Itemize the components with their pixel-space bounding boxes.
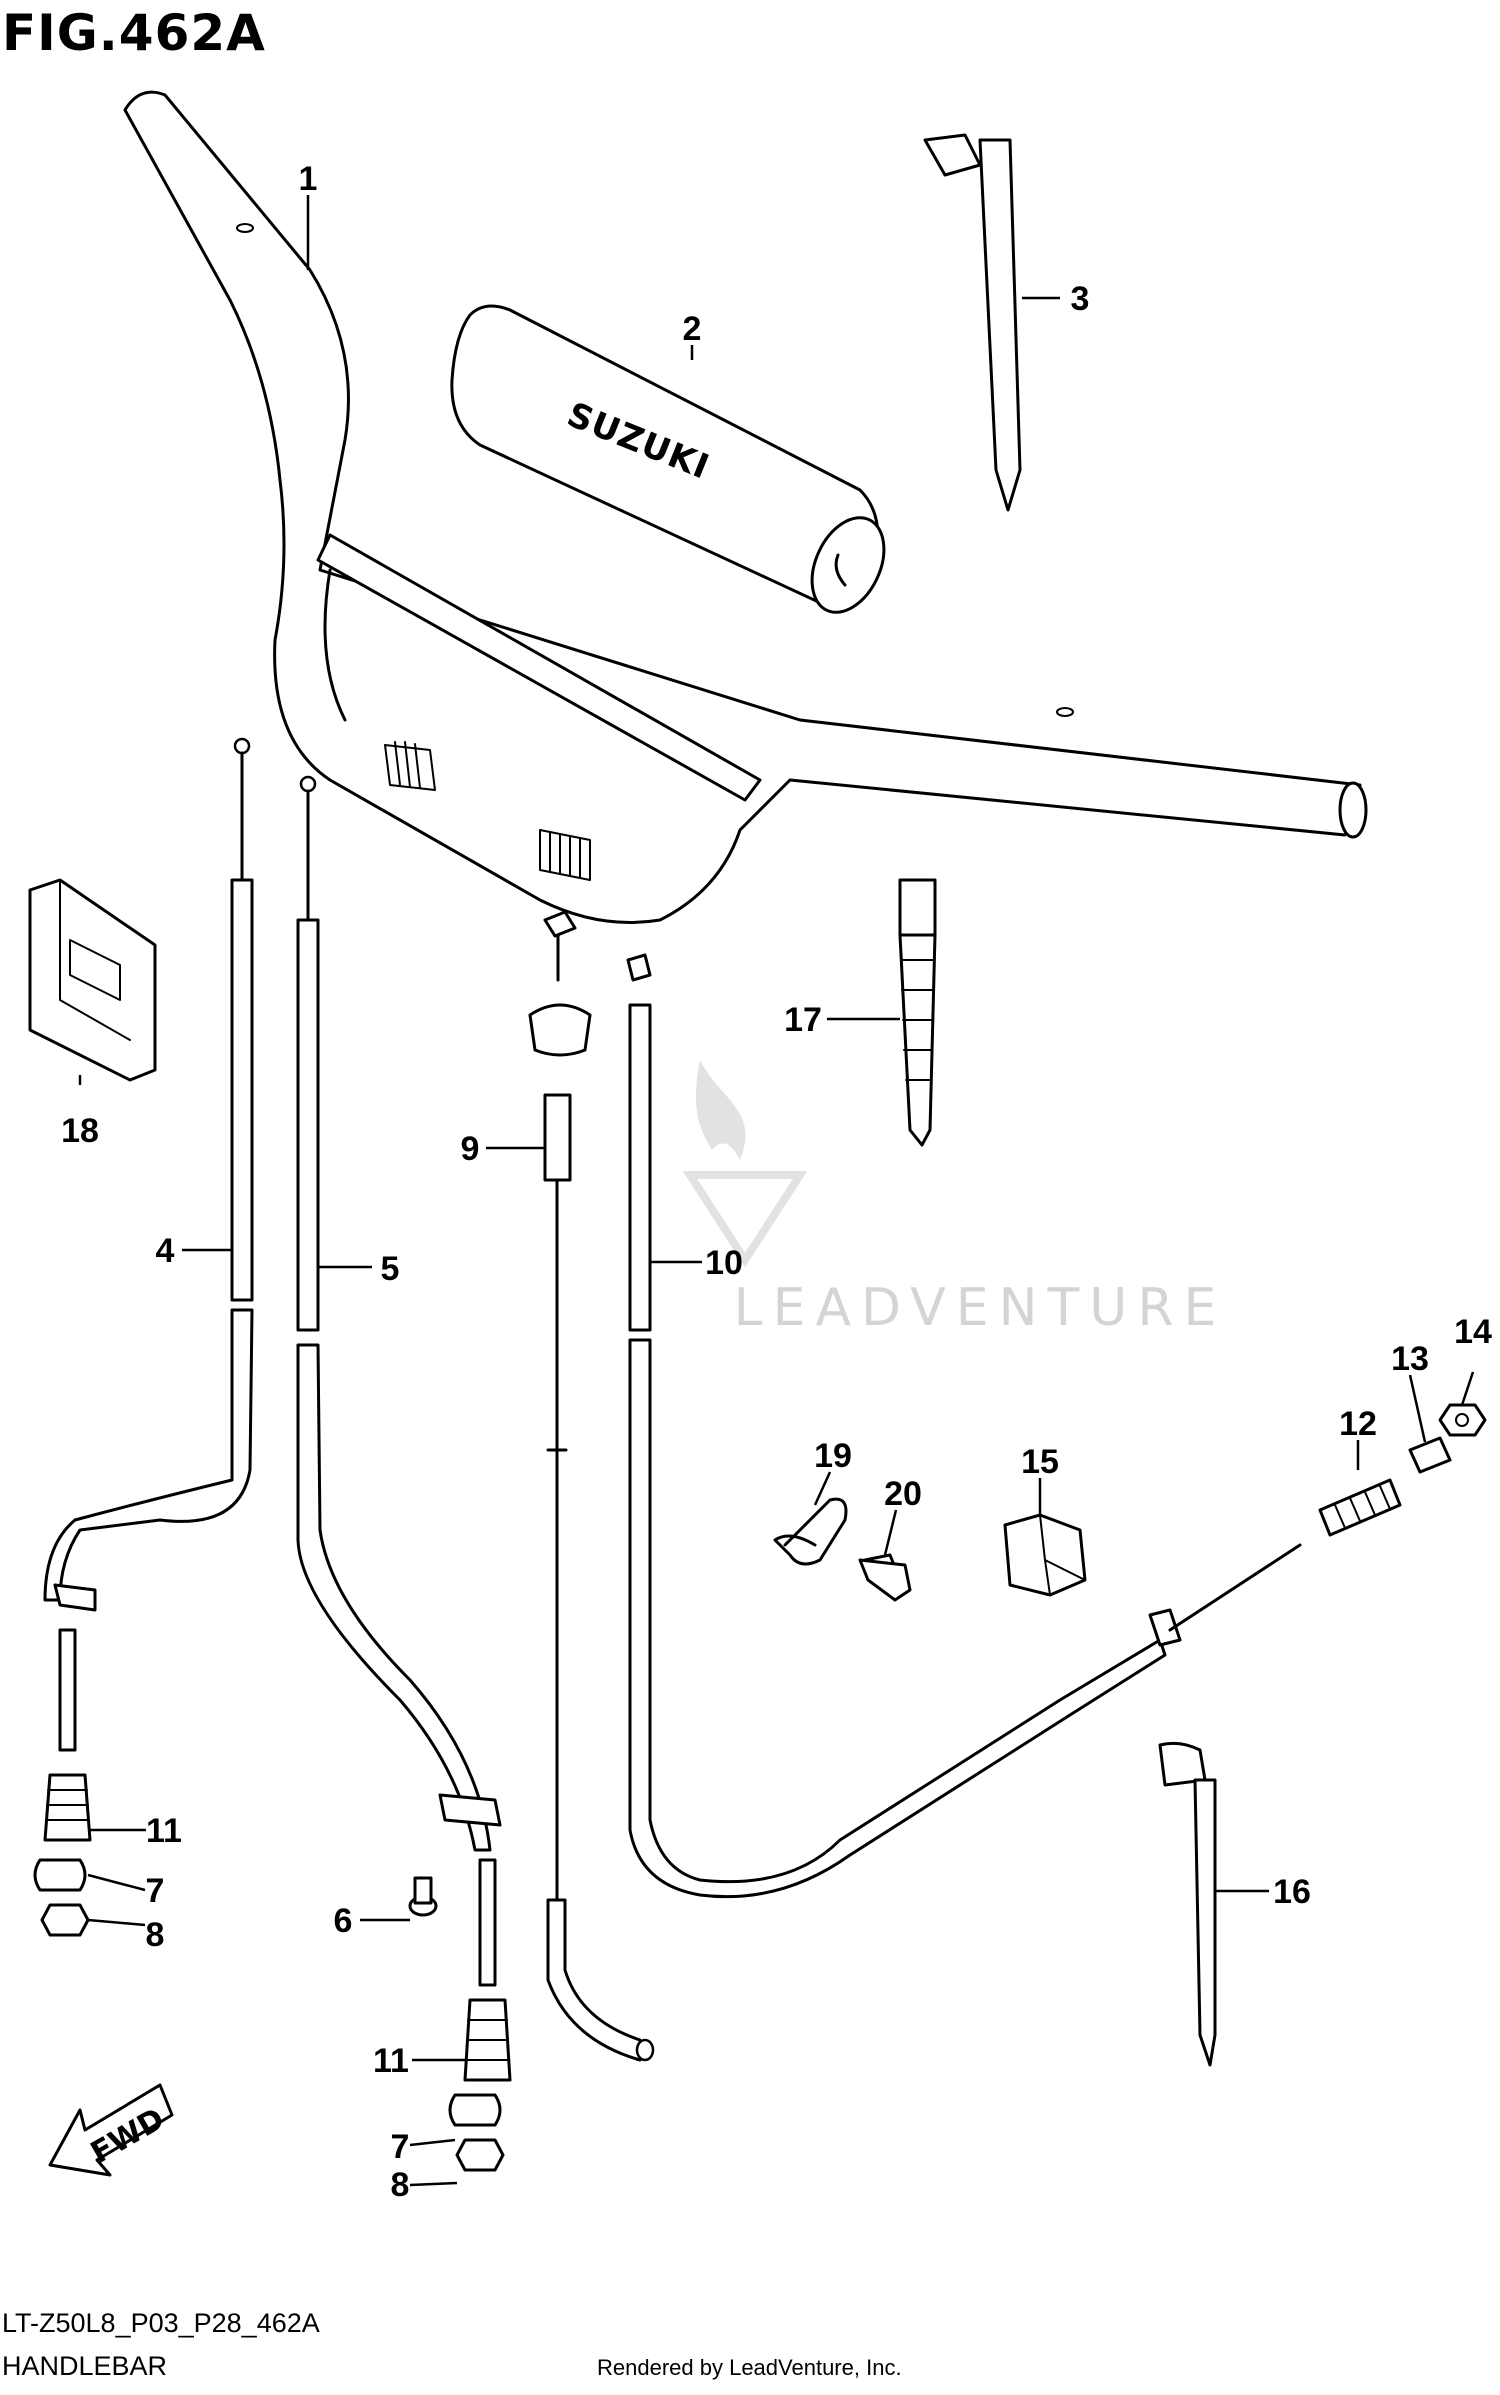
callout-5[interactable]: 5	[381, 1250, 400, 1288]
nut-part-14[interactable]	[1438, 1403, 1487, 1437]
callout-11-upper[interactable]: 11	[146, 1812, 182, 1850]
nut-parts-7-8-upper[interactable]	[33, 1858, 90, 1937]
bracket-part-18[interactable]	[28, 878, 157, 1082]
watermark-text: LEADVENTURE	[734, 1278, 1227, 1338]
callout-7-lower[interactable]: 7	[391, 2128, 410, 2166]
clip-part-19[interactable]	[773, 1497, 848, 1566]
handlebar-pad-part-2[interactable]: SUZUKI	[450, 304, 898, 624]
callout-2[interactable]: 2	[683, 310, 702, 348]
render-credit: Rendered by LeadVenture, Inc.	[597, 2355, 902, 2380]
callout-numbers: 1 2 3 4 5 6 7 7 8 8 9 10 11 11 12 13 14 …	[61, 160, 1492, 2204]
callout-8-lower[interactable]: 8	[391, 2166, 410, 2204]
forward-direction-arrow: FWD	[48, 2083, 174, 2177]
watermark: LEADVENTURE	[682, 1060, 1227, 1338]
cable-tie-part-3[interactable]	[923, 133, 1022, 512]
callout-10[interactable]: 10	[705, 1244, 743, 1282]
clamp-part-15[interactable]	[1003, 1513, 1087, 1597]
bolt-part-6[interactable]	[408, 1876, 438, 1917]
callout-13[interactable]: 13	[1391, 1340, 1429, 1378]
callout-15[interactable]: 15	[1021, 1443, 1059, 1481]
callout-17[interactable]: 17	[784, 1001, 822, 1039]
callout-3[interactable]: 3	[1071, 280, 1090, 318]
boot-part-11-upper[interactable]	[43, 1773, 92, 1842]
callout-6[interactable]: 6	[334, 1902, 353, 1940]
callout-7-upper[interactable]: 7	[146, 1872, 165, 1910]
callout-16[interactable]: 16	[1273, 1873, 1311, 1911]
callout-leaders	[78, 195, 1475, 2187]
figure-title: FIG.462A	[2, 4, 266, 62]
cable-tie-part-16[interactable]	[1158, 1741, 1217, 2067]
callout-8-upper[interactable]: 8	[146, 1916, 165, 1954]
callout-19[interactable]: 19	[814, 1437, 852, 1475]
nut-parts-7-8-lower[interactable]	[448, 2093, 505, 2172]
choke-cable-part-9[interactable]	[528, 910, 655, 2062]
figure-code: LT-Z50L8_P03_P28_462A	[2, 2308, 320, 2338]
bolt-part-20[interactable]	[858, 1553, 912, 1602]
callout-14[interactable]: 14	[1454, 1313, 1492, 1351]
knurled-grip-section	[384, 741, 591, 881]
adjuster-part-13[interactable]	[1408, 1436, 1452, 1474]
callout-1[interactable]: 1	[299, 160, 318, 198]
callout-11-lower[interactable]: 11	[373, 2042, 409, 2080]
callout-9[interactable]: 9	[461, 1130, 480, 1168]
throttle-cable-part-5[interactable]	[296, 775, 502, 1987]
figure-name: HANDLEBAR	[2, 2351, 167, 2381]
callout-12[interactable]: 12	[1339, 1405, 1377, 1443]
strap-part-17[interactable]	[898, 878, 937, 1147]
callout-20[interactable]: 20	[884, 1475, 922, 1513]
boot-part-11-lower[interactable]	[463, 1998, 512, 2082]
brake-cable-part-10[interactable]	[626, 953, 1302, 1899]
callout-4[interactable]: 4	[156, 1232, 175, 1270]
callout-18[interactable]: 18	[61, 1112, 99, 1150]
throttle-cable-part-4[interactable]	[43, 737, 254, 1752]
handlebar-part-1[interactable]	[123, 90, 1368, 924]
spring-part-12[interactable]	[1318, 1478, 1402, 1537]
